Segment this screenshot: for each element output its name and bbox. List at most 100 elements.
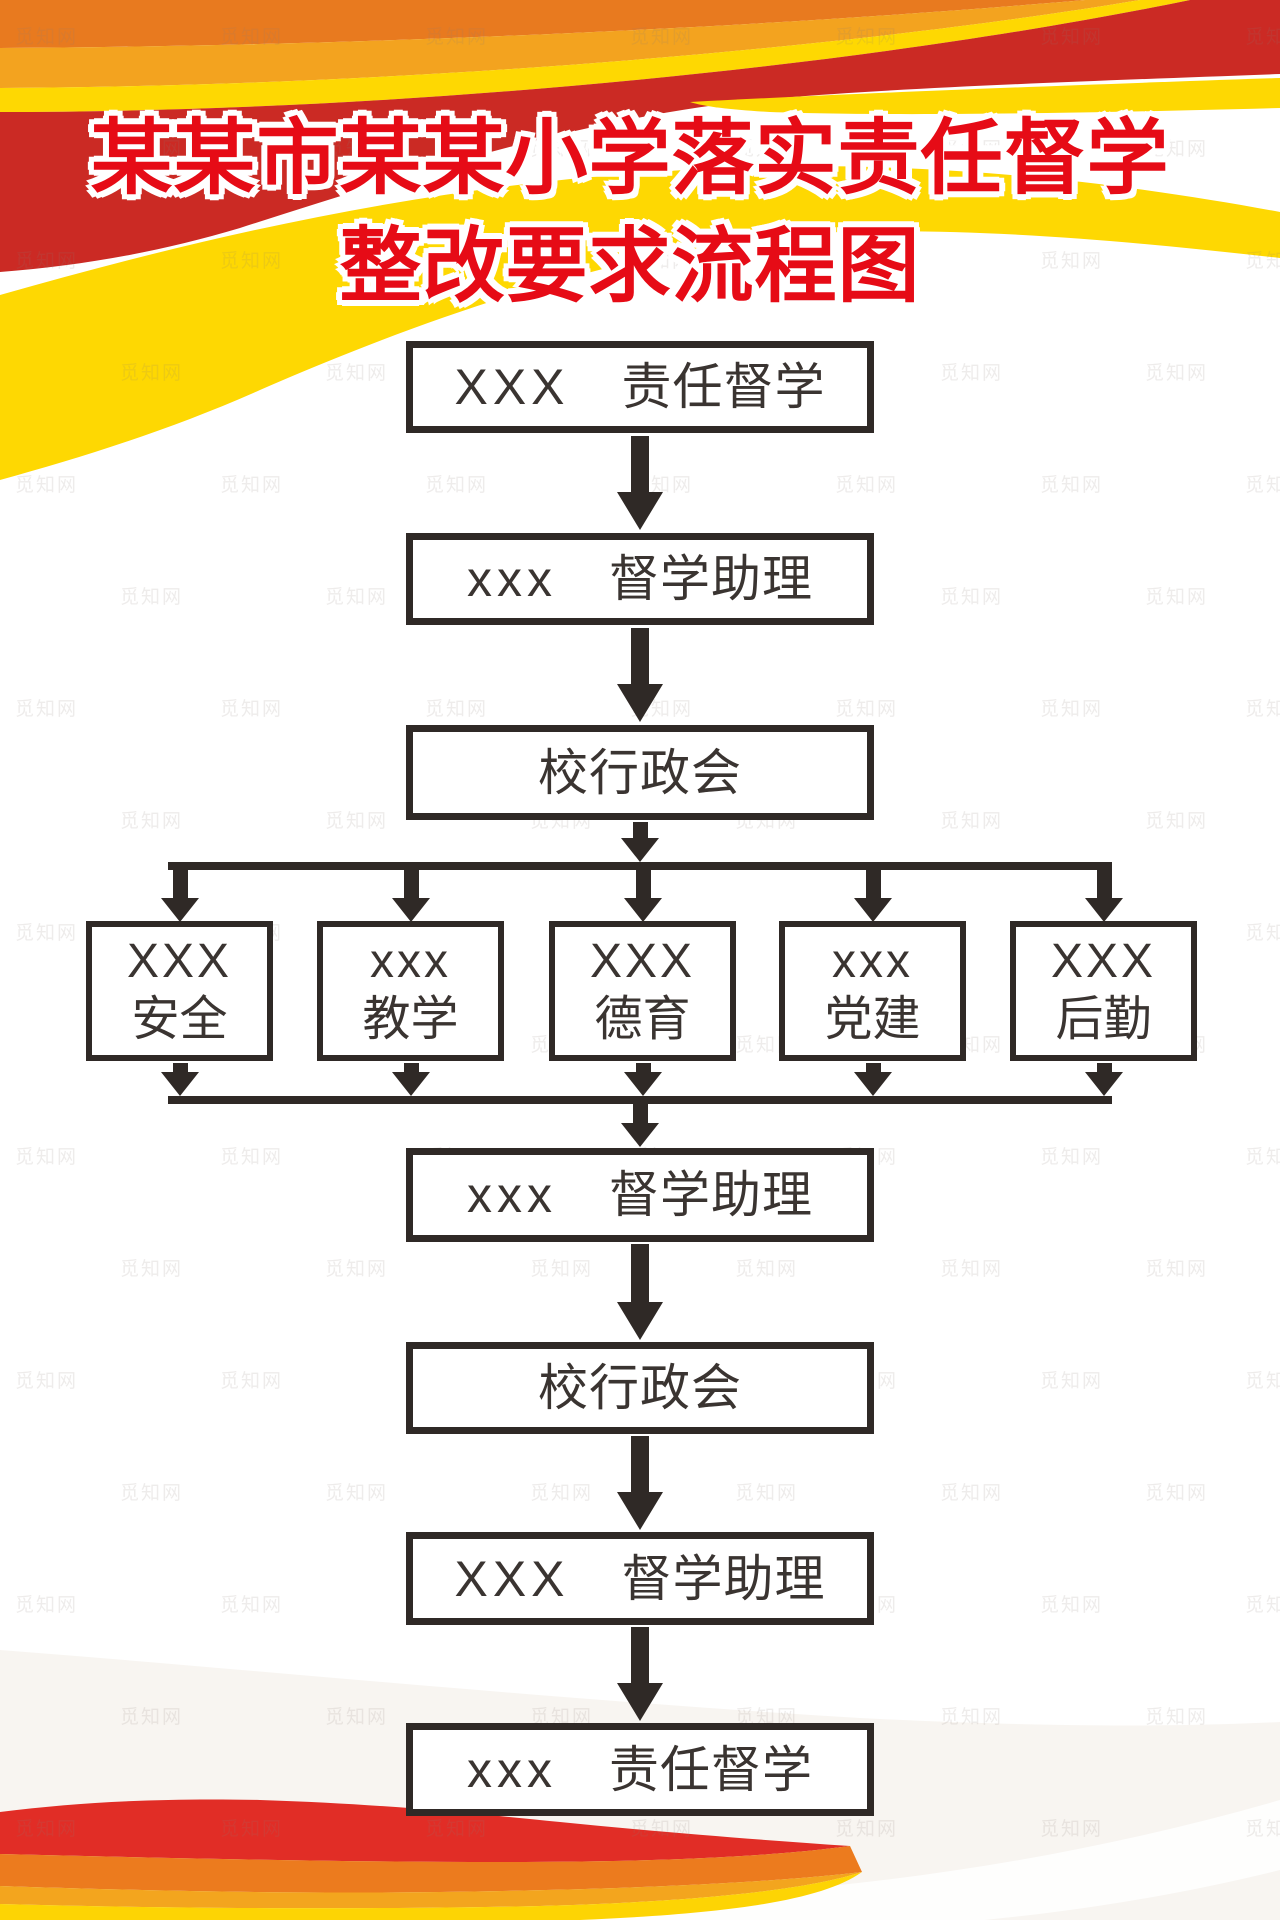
watermark-text: 觅知网 (120, 811, 184, 832)
watermark-text: 觅知网 (1145, 1483, 1209, 1504)
watermark-text: 觅知网 (735, 1483, 799, 1504)
flow-arrow-down (617, 1627, 663, 1721)
branch-arrow-down (392, 870, 430, 922)
box-prefix: XXX (454, 1550, 570, 1607)
bottom-white-wave (300, 1800, 1280, 1920)
branch-box-party-building: xxx 党建 (779, 921, 966, 1061)
merge-arrow-down (161, 1063, 199, 1096)
watermark-text: 觅知网 (530, 1483, 594, 1504)
bottom-orange-band (0, 1846, 862, 1893)
watermark-text: 觅知网 (1245, 699, 1280, 720)
watermark-text: 觅知网 (1245, 1147, 1280, 1168)
banner-orange-stripe (0, 0, 1085, 48)
watermark-text: 觅知网 (1245, 1371, 1280, 1392)
box-label: 教学 (362, 993, 459, 1046)
flow-box-supervision-assistant-3: XXX 督学助理 (406, 1532, 874, 1625)
box-label: 安全 (131, 993, 228, 1046)
branch-box-teaching: xxx 教学 (317, 921, 504, 1061)
flow-box-responsible-supervisor-bottom: xxx 责任督学 (406, 1723, 874, 1816)
watermark-text: 觅知网 (1145, 811, 1209, 832)
distribution-line (168, 862, 1112, 870)
watermark-text: 觅知网 (15, 1371, 79, 1392)
bottom-yellow-band (0, 1872, 862, 1920)
box-prefix: xxx (467, 1741, 557, 1798)
flow-box-supervision-assistant-2: xxx 督学助理 (406, 1148, 874, 1242)
branch-box-safety: XXX 安全 (86, 921, 273, 1061)
flow-arrow-down (617, 1244, 663, 1340)
branch-box-moral-education: XXX 德育 (549, 921, 736, 1061)
watermark-text: 觅知网 (1245, 923, 1280, 944)
banner-yellow-strip-right (690, 78, 1280, 115)
watermark-text: 觅知网 (1145, 587, 1209, 608)
watermark-text: 觅知网 (425, 699, 489, 720)
box-label: 督学助理 (621, 1550, 826, 1607)
watermark-text: 觅知网 (120, 1259, 184, 1280)
box-prefix: XXX (126, 935, 233, 988)
branch-arrow-down (1085, 870, 1123, 922)
box-prefix: xxx (467, 551, 557, 607)
merge-arrow-down (1085, 1063, 1123, 1096)
box-label: 后勤 (1055, 993, 1152, 1046)
merge-arrow-down (854, 1063, 892, 1096)
box-label: 党建 (824, 993, 921, 1046)
watermark-text: 觅知网 (1040, 1371, 1104, 1392)
flow-arrow-from-merge-line (621, 1104, 659, 1147)
poster-title-line1: 某某市某某小学落实责任督学 (90, 113, 1170, 204)
branch-box-logistics: XXX 后勤 (1010, 921, 1197, 1061)
watermark-text: 觅知网 (325, 1483, 389, 1504)
banner-yellow-stripe (0, 0, 1190, 112)
box-prefix: xxx (370, 935, 451, 988)
box-label: 校行政会 (538, 744, 742, 801)
box-label: 德育 (594, 993, 691, 1046)
watermark-text: 觅知网 (1040, 699, 1104, 720)
flow-box-school-admin-meeting-2: 校行政会 (406, 1342, 874, 1434)
watermark-text: 觅知网 (325, 811, 389, 832)
watermark-text: 觅知网 (940, 587, 1004, 608)
merge-arrow-down (624, 1063, 662, 1096)
banner-amber-stripe (0, 0, 1140, 88)
box-prefix: XXX (589, 935, 696, 988)
branch-arrow-down (161, 870, 199, 922)
watermark-text: 觅知网 (120, 587, 184, 608)
flow-arrow-down (617, 1436, 663, 1530)
watermark-text: 觅知网 (220, 1371, 284, 1392)
flow-arrow-down (617, 628, 663, 722)
watermark-text: 觅知网 (120, 1483, 184, 1504)
banner-red-swoosh (0, 0, 1280, 272)
flow-arrow-to-distribution-line (621, 822, 659, 862)
banner-yellow-ribbon (0, 166, 1280, 480)
flow-box-responsible-supervisor-top: XXX 责任督学 (406, 341, 874, 433)
watermark-text: 觅知网 (1145, 1259, 1209, 1280)
watermark-text: 觅知网 (325, 1259, 389, 1280)
watermark-text: 觅知网 (220, 1595, 284, 1616)
merge-arrow-down (392, 1063, 430, 1096)
box-label: 责任督学 (609, 1741, 813, 1798)
watermark-text: 觅知网 (735, 1259, 799, 1280)
watermark-text: 觅知网 (835, 699, 899, 720)
box-prefix: XXX (1050, 935, 1157, 988)
watermark-text: 觅知网 (15, 699, 79, 720)
branch-arrow-down (854, 870, 892, 922)
flow-box-school-admin-meeting-1: 校行政会 (406, 725, 874, 820)
poster-title-line2: 整改要求流程图 (339, 221, 921, 312)
top-banner-decoration (0, 0, 1280, 480)
box-prefix: xxx (832, 935, 913, 988)
watermark-text: 觅知网 (220, 1147, 284, 1168)
box-prefix: xxx (467, 1167, 557, 1223)
bottom-red-band (0, 1799, 850, 1862)
branch-arrow-down (624, 870, 662, 922)
watermark-text: 觅知网 (1040, 1147, 1104, 1168)
watermark-text: 觅知网 (220, 699, 284, 720)
box-label: 责任督学 (621, 359, 826, 415)
merge-line (168, 1096, 1112, 1104)
watermark-text: 觅知网 (530, 1259, 594, 1280)
watermark-text: 觅知网 (1245, 1595, 1280, 1616)
watermark-text: 觅知网 (15, 1595, 79, 1616)
watermark-text: 觅知网 (15, 923, 79, 944)
watermark-text: 觅知网 (940, 1259, 1004, 1280)
watermark-text: 觅知网 (325, 587, 389, 608)
box-label: 督学助理 (609, 1167, 813, 1223)
box-prefix: XXX (454, 359, 570, 415)
watermark-text: 觅知网 (1040, 1595, 1104, 1616)
